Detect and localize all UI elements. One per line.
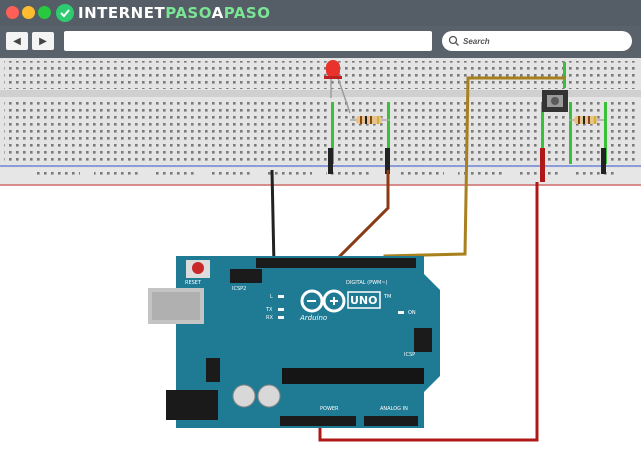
- model-label: UNO: [350, 294, 378, 307]
- search-placeholder: Search: [463, 36, 490, 46]
- wire-red: [318, 182, 539, 442]
- address-bar[interactable]: [64, 31, 432, 51]
- search-icon: [448, 35, 459, 46]
- circuit-diagram: RESET ICSP2 DIGITAL (PWM~) L TX RX UNO T…: [0, 58, 641, 442]
- icsp2-label: ICSP2: [232, 286, 246, 292]
- resistor-button: [569, 116, 604, 124]
- on-label: ON: [408, 310, 416, 316]
- resistor-led: [350, 116, 390, 124]
- icsp-label: ICSP: [404, 352, 415, 358]
- site-name: INTERNETPASOAPASO: [78, 4, 271, 22]
- search-box[interactable]: Search: [442, 31, 632, 51]
- wire-black: [270, 169, 276, 267]
- browser-titlebar: INTERNETPASOAPASO: [0, 0, 641, 26]
- browser-toolbar: ◀ ▶ Search: [0, 26, 641, 58]
- wire-brown: [328, 170, 390, 268]
- minimize-window-button[interactable]: [22, 6, 35, 19]
- led: [324, 60, 351, 114]
- push-button: [542, 90, 568, 112]
- forward-button[interactable]: ▶: [32, 32, 54, 50]
- back-button[interactable]: ◀: [6, 32, 28, 50]
- brand-label: Arduino: [299, 314, 327, 322]
- tm-label: TM: [383, 294, 391, 300]
- tx-label: TX: [265, 307, 273, 313]
- power-label: POWER: [320, 406, 339, 412]
- arduino-logo-icon: [300, 289, 346, 313]
- l-label: L: [270, 294, 273, 300]
- right-arrow-icon: ▶: [39, 35, 47, 47]
- left-arrow-icon: ◀: [13, 35, 21, 47]
- rx-label: RX: [266, 315, 273, 321]
- site-logo[interactable]: INTERNETPASOAPASO: [56, 3, 270, 23]
- reset-label: RESET: [185, 280, 202, 286]
- analog-label: ANALOG IN: [380, 406, 408, 412]
- arduino-board: RESET ICSP2 DIGITAL (PWM~) L TX RX UNO T…: [148, 256, 440, 428]
- maximize-window-button[interactable]: [38, 6, 51, 19]
- digital-label: DIGITAL (PWM~): [346, 280, 388, 286]
- logo-icon: [56, 4, 74, 22]
- close-window-button[interactable]: [6, 6, 19, 19]
